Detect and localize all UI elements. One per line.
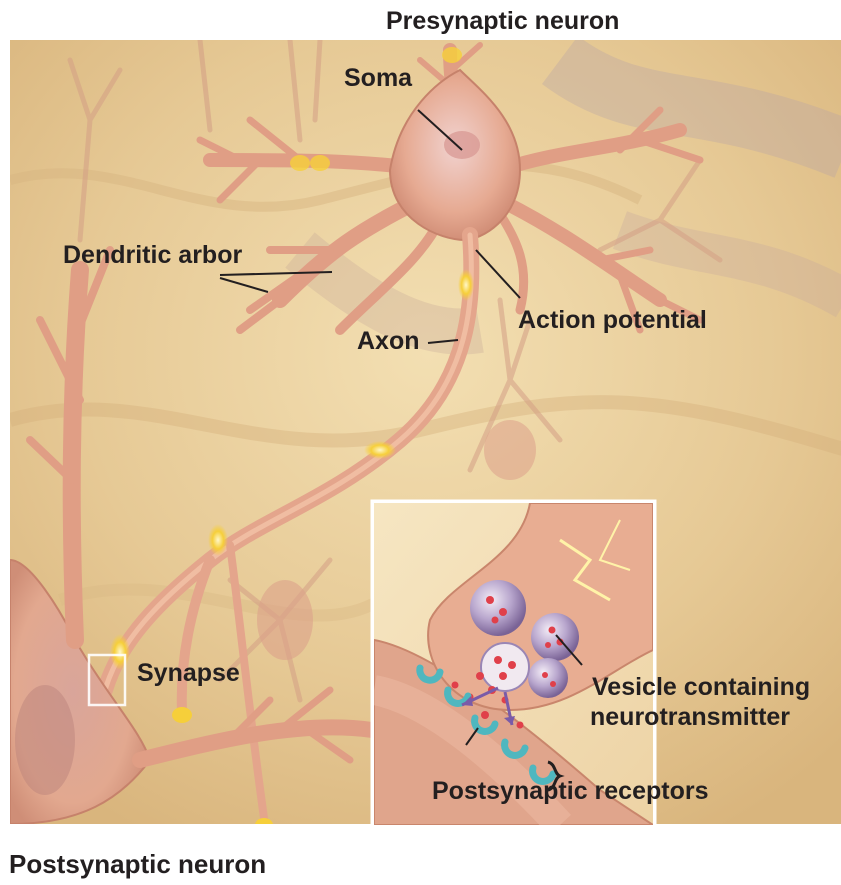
presynaptic-neuron-label: Presynaptic neuron: [386, 7, 619, 36]
vesicle-label-line2: neurotransmitter: [590, 703, 790, 732]
action-potential-label: Action potential: [518, 306, 707, 335]
synapse-label: Synapse: [137, 659, 240, 688]
vesicle-label-line1: Vesicle containing: [592, 673, 810, 702]
dendritic-arbor-label: Dendritic arbor: [63, 241, 242, 270]
axon-label: Axon: [357, 327, 420, 356]
postsynaptic-receptors-label: Postsynaptic receptors: [432, 777, 709, 806]
nucleus: [444, 131, 480, 159]
soma-label: Soma: [344, 64, 412, 93]
postsynaptic-neuron-label: Postsynaptic neuron: [9, 850, 266, 879]
